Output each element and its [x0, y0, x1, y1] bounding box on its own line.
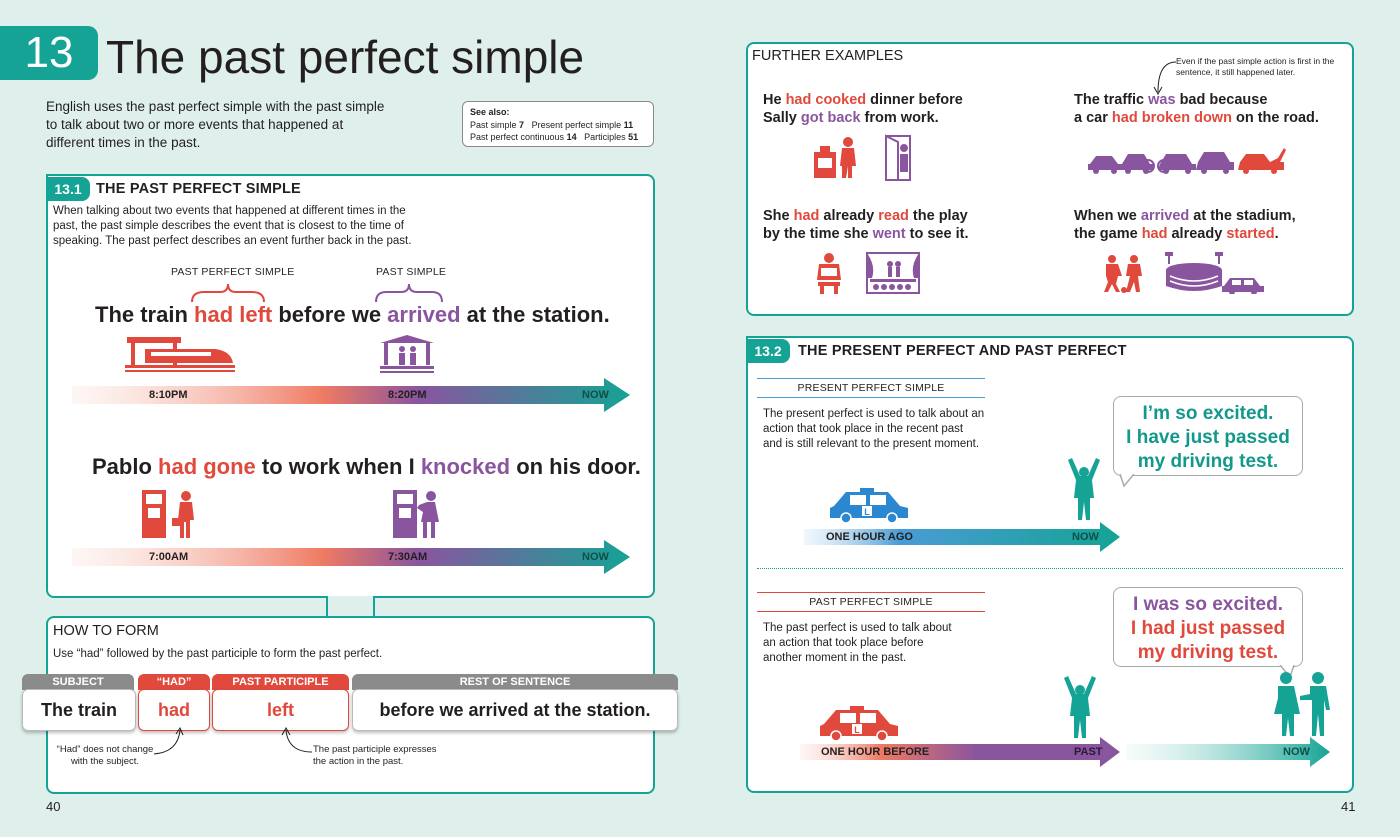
theatre-icon: [866, 252, 920, 294]
panel-connector: [326, 596, 375, 618]
celebrating-person-icon: [1068, 458, 1100, 520]
timeline-past-label: PAST: [1074, 746, 1103, 758]
football-players-icon: [1104, 255, 1142, 293]
couple-icon: [1274, 672, 1330, 736]
further-example-1: He had cooked dinner before Sally got ba…: [763, 92, 963, 126]
piece-had: had: [138, 689, 210, 731]
timeline-past-now: NOW: [1283, 746, 1310, 758]
timeline-present-now: NOW: [1072, 531, 1099, 543]
brace-past-perfect: [191, 283, 265, 303]
section-title: THE PAST PERFECT SIMPLE: [96, 181, 301, 197]
further-examples-panel: [746, 42, 1354, 316]
section-number: 13.1: [46, 177, 90, 201]
learner-car-past-icon: L: [820, 706, 898, 742]
timeline-2-time-a: 7:00AM: [149, 551, 189, 563]
cap-had: “HAD”: [138, 674, 210, 690]
example-sentence-2: Pablo had gone to work when I knocked on…: [92, 454, 641, 479]
station-people-icon: [380, 335, 434, 373]
example-sentence-1: The train had left before we arrived at …: [95, 302, 610, 327]
celebrating-person-past-icon: [1064, 676, 1096, 738]
section-2-title: THE PRESENT PERFECT AND PAST PERFECT: [798, 343, 1127, 359]
chapter-number: 13: [0, 26, 98, 80]
section-2-number: 13.2: [746, 339, 790, 363]
svg-text:L: L: [854, 725, 860, 735]
timeline-1-time-a: 8:10PM: [149, 389, 188, 401]
cap-subject: SUBJECT: [22, 674, 134, 690]
further-example-3: She had already read the play by the tim…: [763, 208, 969, 242]
further-example-2: The traffic was bad because a car had br…: [1074, 92, 1319, 126]
note-arrow-had: [153, 726, 184, 755]
present-perfect-label-box: PRESENT PERFECT SIMPLE: [757, 378, 985, 398]
timeline-2-time-b: 7:30AM: [388, 551, 428, 563]
timeline-1-now: NOW: [582, 389, 609, 401]
section-description: When talking about two events that happe…: [53, 205, 412, 247]
cooking-icon: [814, 137, 856, 178]
page-number-left: 40: [46, 799, 61, 814]
timeline-2-arrow: [72, 540, 630, 574]
svg-text:L: L: [864, 507, 870, 517]
see-also-box: See also: Past simple 7 Present perfect …: [462, 101, 654, 147]
door-leaving-icon: [142, 490, 194, 538]
timeline-past-start: ONE HOUR BEFORE: [821, 746, 930, 758]
further-examples-title: FURTHER EXAMPLES: [752, 48, 904, 64]
train-station-icon: [125, 337, 235, 372]
past-perfect-label-box: PAST PERFECT SIMPLE: [757, 592, 985, 612]
page-number-right: 41: [1341, 799, 1356, 814]
intro-text: English uses the past perfect simple wit…: [46, 99, 385, 150]
cap-past-participle: PAST PARTICIPLE: [212, 674, 349, 690]
see-also-line1: Past simple 7 Present perfect simple 11: [470, 119, 634, 130]
piece-subject: The train: [22, 689, 136, 731]
timeline-present-start: ONE HOUR AGO: [826, 531, 913, 543]
reading-icon: [817, 253, 841, 294]
car-icon: [1222, 278, 1264, 294]
see-also-line2: Past perfect continuous 14 Participles 5…: [470, 132, 639, 142]
speech-tail-present: [1119, 474, 1135, 488]
stadium-icon: [1165, 252, 1223, 291]
door-knocking-icon: [393, 490, 439, 538]
label-past-perfect: PAST PERFECT SIMPLE: [171, 266, 295, 278]
note-had: “Had” does not change with the subject.: [56, 744, 154, 767]
further-note: Even if the past simple action is first …: [1176, 56, 1335, 77]
cap-rest-of-sentence: REST OF SENTENCE: [352, 674, 678, 690]
learner-car-icon: L: [830, 488, 908, 524]
note-arrow-participle: [281, 726, 313, 753]
piece-past-participle: left: [212, 689, 349, 731]
timeline-present-arrow: [804, 522, 1120, 552]
person-door-icon: [885, 134, 911, 181]
see-also-title: See also:: [470, 107, 510, 117]
further-example-4: When we arrived at the stadium, the game…: [1074, 208, 1296, 242]
timeline-1-time-b: 8:20PM: [388, 389, 427, 401]
how-to-form-title: HOW TO FORM: [53, 623, 159, 639]
label-past-simple: PAST SIMPLE: [376, 266, 447, 278]
past-perfect-desc: The past perfect is used to talk about a…: [763, 622, 952, 664]
past-perfect-label: PAST PERFECT SIMPLE: [809, 596, 933, 608]
note-participle: The past participle expresses the action…: [313, 744, 437, 767]
timeline-2-now: NOW: [582, 551, 609, 563]
timeline-past-arrow: [800, 737, 1330, 767]
present-perfect-desc: The present perfect is used to talk abou…: [763, 408, 985, 450]
section-divider: [757, 568, 1343, 569]
timeline-1-arrow: [72, 378, 630, 412]
how-to-form-desc: Use “had” followed by the past participl…: [53, 648, 383, 660]
present-perfect-label: PRESENT PERFECT SIMPLE: [797, 382, 945, 394]
piece-rest-of-sentence: before we arrived at the station.: [352, 689, 678, 731]
traffic-icon: [1088, 148, 1286, 174]
chapter-title: The past perfect simple: [106, 31, 585, 83]
further-note-arrow: [1153, 61, 1177, 96]
brace-past-simple: [375, 283, 443, 303]
